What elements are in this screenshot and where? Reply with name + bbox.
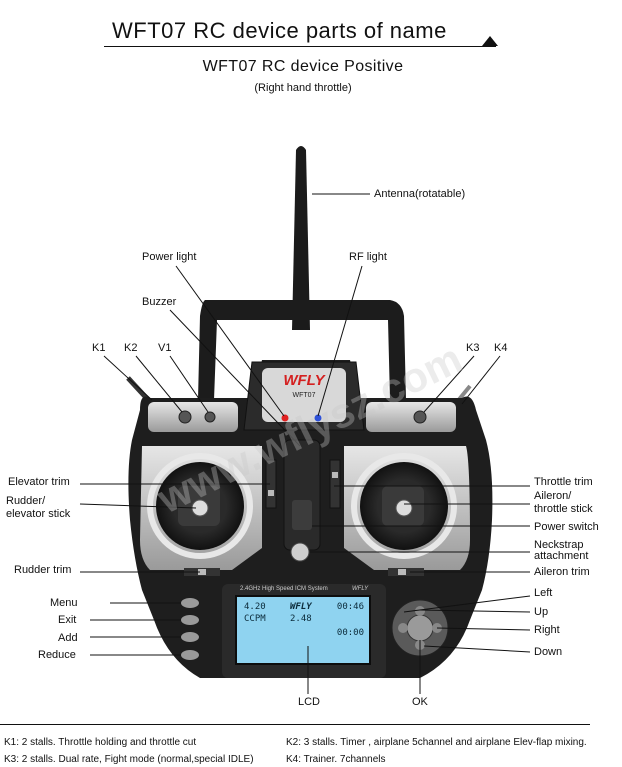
aileron-trim-marker	[398, 569, 406, 575]
page-subtitle: WFT07 RC device Positive	[202, 58, 404, 75]
label-power-switch: Power switch	[534, 521, 599, 533]
label-aileron-throttle-stick-1: Aileron/	[534, 490, 572, 502]
lcd-line2-mid: 2.48	[290, 614, 312, 624]
throttle-trim-marker	[332, 472, 338, 478]
lcd-line3-right: 00:00	[336, 628, 364, 638]
lcd-screen	[235, 595, 371, 665]
model-label: WFT07	[292, 392, 316, 399]
label-k2: K2	[124, 342, 138, 354]
left-shoulder-panel	[148, 402, 238, 432]
brand-logo: WFLY	[283, 372, 325, 389]
lcd-readout: 4.20 WFLY 00:46 CCPM 2.48 00:00	[240, 600, 368, 660]
label-neckstrap-2: attachment	[534, 550, 589, 562]
footnote-k4: K4: Trainer. 7channels	[286, 754, 386, 765]
label-k3: K3	[466, 342, 480, 354]
label-reduce: Reduce	[38, 649, 76, 661]
label-add: Add	[58, 632, 78, 644]
lcd-line1-left: 4.20	[244, 602, 266, 612]
carry-handle	[198, 300, 406, 400]
label-power-light: Power light	[142, 251, 197, 263]
label-right: Right	[534, 624, 560, 636]
title-underline	[104, 46, 496, 47]
menu-button	[181, 598, 199, 608]
label-exit: Exit	[58, 614, 77, 626]
system-banner: 2.4GHz High Speed ICM System	[240, 586, 328, 592]
label-k1: K1	[92, 342, 106, 354]
footnote-k2: K2: 3 stalls. Timer , airplane 5channel …	[286, 737, 587, 748]
exit-button	[181, 615, 199, 625]
label-neckstrap-1: Neckstrap	[534, 539, 584, 551]
label-rudder-elevator-stick-1: Rudder/	[6, 495, 46, 507]
rf-light-led	[314, 414, 322, 422]
title-arrow-icon	[482, 36, 498, 46]
small-logo: WFLY	[352, 586, 369, 592]
elevator-trim-marker	[268, 490, 274, 496]
label-aileron-throttle-stick-2: throttle stick	[534, 503, 593, 515]
leader-lines	[79, 193, 531, 694]
right-shoulder-panel	[366, 402, 456, 432]
label-rudder-trim: Rudder trim	[14, 564, 72, 576]
antenna	[292, 146, 310, 330]
add-button	[181, 632, 199, 642]
label-elevator-trim: Elevator trim	[8, 476, 70, 488]
label-antenna: Antenna(rotatable)	[374, 188, 466, 200]
footnote-k3: K3: 2 stalls. Dual rate, Fight mode (nor…	[4, 754, 254, 765]
footnote-k1: K1: 2 stalls. Throttle holding and throt…	[4, 737, 197, 748]
power-light-led	[281, 414, 289, 422]
label-aileron-trim: Aileron trim	[534, 566, 590, 578]
label-menu: Menu	[50, 597, 78, 609]
lcd-line1-mid: WFLY	[290, 602, 312, 612]
label-ok: OK	[412, 696, 428, 708]
label-rf-light: RF light	[349, 251, 387, 263]
label-rudder-elevator-stick-2: elevator stick	[6, 508, 71, 520]
label-lcd: LCD	[298, 696, 321, 708]
label-down: Down	[534, 646, 563, 658]
neckstrap-attachment	[290, 542, 310, 562]
lcd-line2-left: CCPM	[244, 614, 266, 624]
lcd-line1-right: 00:46	[336, 602, 364, 612]
label-left: Left	[534, 587, 553, 599]
page-title: WFT07 RC device parts of name	[112, 18, 447, 43]
power-switch	[292, 500, 312, 530]
footnote-divider	[0, 724, 590, 725]
ok-button	[406, 614, 434, 642]
label-throttle-trim: Throttle trim	[534, 476, 593, 488]
label-v1: V1	[158, 342, 172, 354]
rudder-trim-marker	[198, 569, 206, 575]
right-stick	[395, 499, 413, 517]
label-k4: K4	[494, 342, 508, 354]
reduce-button	[181, 650, 199, 660]
label-up: Up	[534, 606, 549, 618]
label-buzzer: Buzzer	[142, 296, 177, 308]
page-note: (Right hand throttle)	[254, 82, 352, 94]
